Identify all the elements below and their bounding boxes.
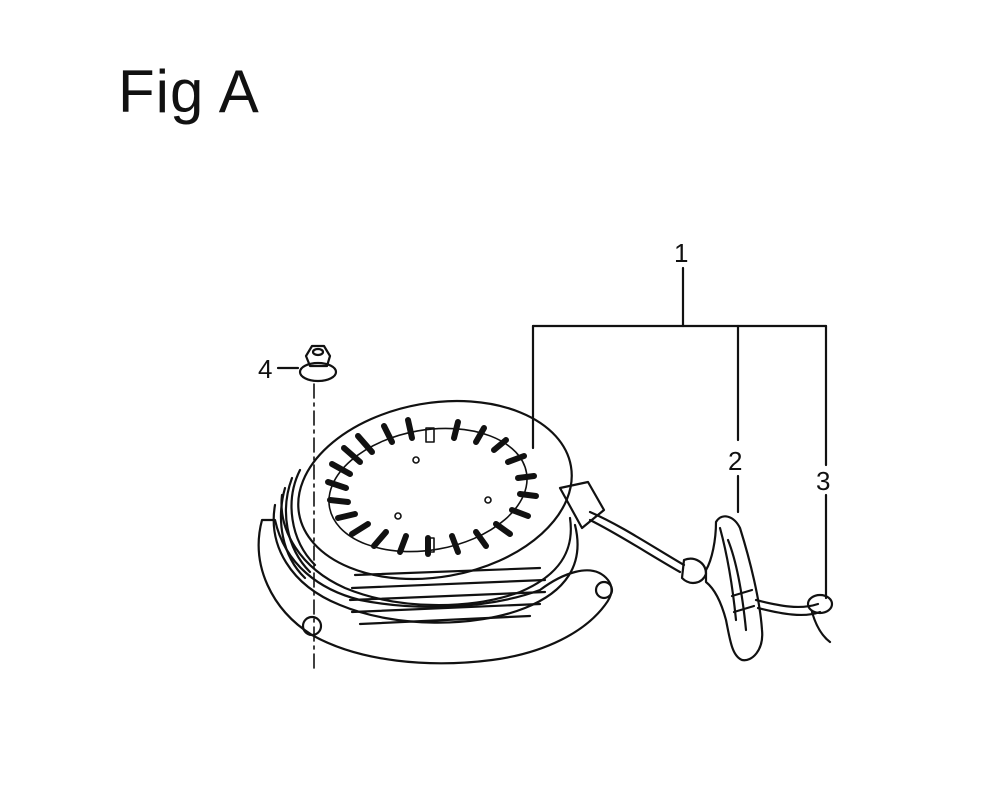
recoil-starter-housing-part xyxy=(257,399,614,665)
flange-nut-part xyxy=(298,344,338,671)
starter-grip-part xyxy=(680,515,764,662)
callout-leaders xyxy=(276,266,828,600)
callout-1: 1 xyxy=(674,238,688,268)
callout-2: 2 xyxy=(728,446,742,476)
figure-title: Fig A xyxy=(118,58,260,125)
callout-4: 4 xyxy=(258,354,272,384)
top-cover-vents xyxy=(325,417,539,557)
callout-3: 3 xyxy=(816,466,830,496)
starter-rope-part xyxy=(588,510,834,644)
top-cover-marks xyxy=(394,427,492,553)
